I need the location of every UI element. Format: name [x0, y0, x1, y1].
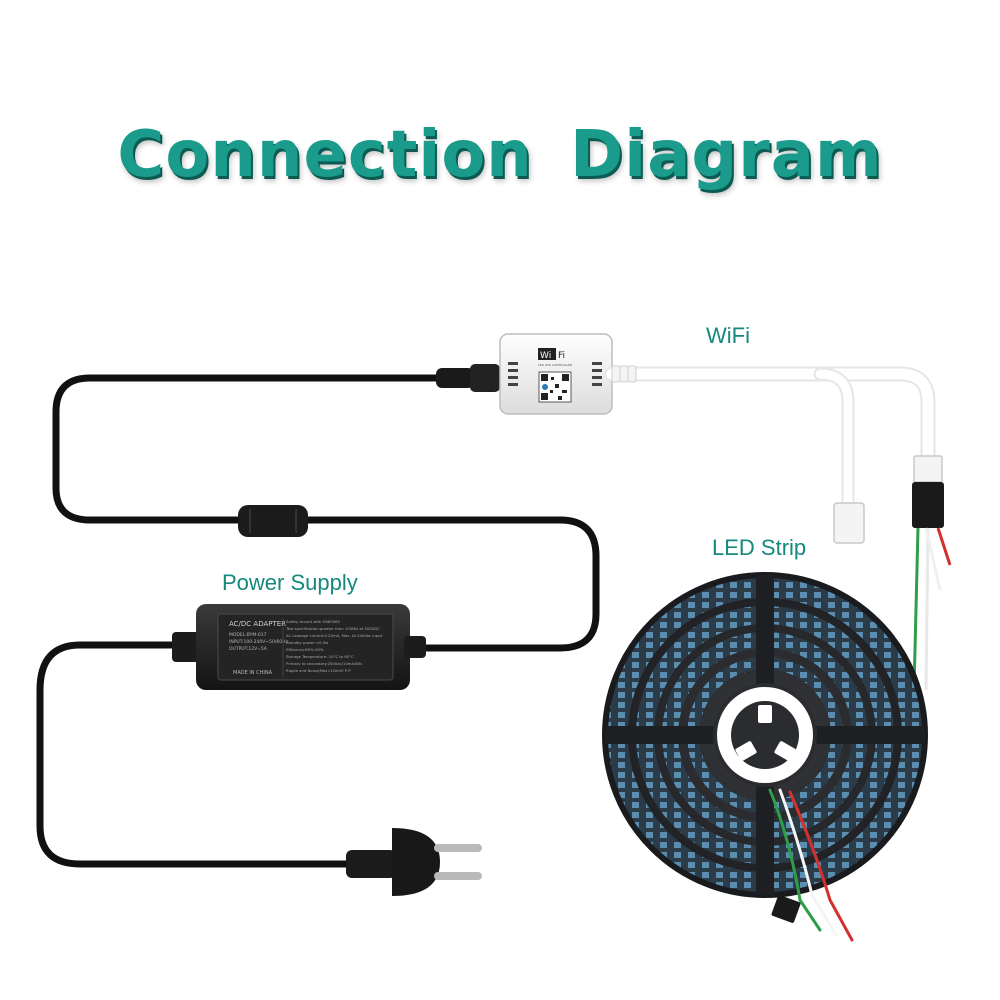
qr-code-icon	[538, 371, 572, 403]
adapter-spec-line: Efficiency:80%-90%	[286, 647, 324, 652]
adapter-output: OUTPUT:12V=5A	[229, 646, 268, 652]
adapter-spec-line: AC Leakage current:0.25mA, Max. At 240Va…	[286, 633, 383, 638]
wifi-controller: Wi Fi LED WiFi CONTROLLER	[499, 333, 613, 415]
adapter-heading: AC/DC ADAPTER	[229, 620, 286, 628]
diagram-title: Connection Diagram	[117, 118, 883, 192]
strain-relief	[611, 365, 637, 383]
adapter-input: INPUT:100-240V~50/60Hz	[229, 639, 288, 645]
power-supply-label: Power Supply	[222, 570, 358, 595]
adapter-spec-line: Ripple and Noise(Max):120mV P-P	[286, 668, 351, 673]
adapter-spec-line: Primary to secondary:2500ac/10mA/60s	[286, 661, 362, 666]
adapter-spec-line: Test specification:greater than 100MΩ at…	[285, 626, 380, 631]
reel-wires	[768, 788, 854, 942]
adapter-spec-line: Safety accord with EN60065	[286, 619, 340, 624]
led-strip-label: LED Strip	[712, 535, 807, 560]
adapter-spec-line: Storage Temperature:-10°C to 60°C	[286, 654, 354, 659]
power-adapter: AC/DC ADAPTER MODEL:BYM-017 INPUT:100-24…	[172, 604, 426, 690]
controller-wi-text: Wi	[540, 351, 551, 361]
dc-cable	[52, 374, 600, 652]
dc-plug	[436, 364, 500, 392]
white-output-cable	[604, 366, 936, 512]
controller-model-text: LED WiFi CONTROLLER	[538, 363, 572, 367]
adapter-spec-line: Standby power:<0.5w	[286, 640, 328, 645]
adapter-model: MODEL:BYM-017	[229, 632, 267, 638]
led-strip-reel	[602, 572, 928, 898]
wifi-label: WiFi	[706, 323, 750, 348]
ac-cord	[36, 641, 354, 868]
female-connector	[833, 502, 865, 544]
controller-fi-text: Fi	[558, 351, 565, 361]
eu-plug	[346, 828, 482, 896]
male-connector	[912, 455, 952, 691]
adapter-made-in: MADE IN CHINA	[233, 670, 273, 676]
reel-connector	[771, 895, 801, 923]
ferrite-bead	[238, 505, 308, 537]
